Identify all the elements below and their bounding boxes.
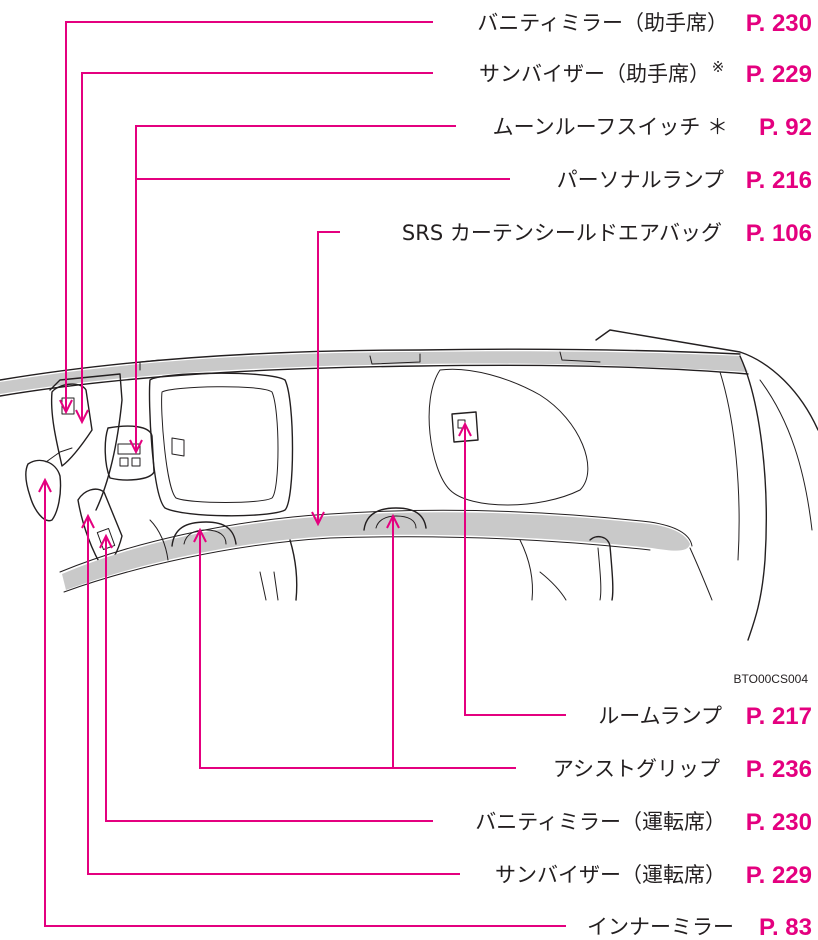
leader-lines <box>38 21 566 927</box>
roof-ridge-center <box>369 353 421 365</box>
roof-rail-lower <box>63 536 651 593</box>
roof-edge-band <box>0 351 748 394</box>
curtain-airbag-band <box>62 512 690 590</box>
rear-pillar-inner <box>719 371 740 561</box>
leader-curtain-airbag <box>317 231 340 524</box>
personal-lamp-left <box>119 457 129 467</box>
leader-room-lamp <box>464 424 566 716</box>
rear-side-trim <box>539 571 567 601</box>
callout-labels: バニティミラー（助手席） P. 230 サンバイザー（助手席） ※ P. 229… <box>402 10 812 940</box>
leader-vanity-mirror-passenger <box>65 21 433 412</box>
arrow-vanity-mirror-driver <box>99 533 113 549</box>
callout-moonroof-switch-page[interactable]: P. 92 <box>759 114 812 141</box>
shade-handle <box>171 437 185 457</box>
callout-curtain-airbag-label: SRS カーテンシールドエアバッグ <box>402 221 722 245</box>
roof-ridge-left <box>139 359 161 371</box>
leader-moonroof-switch <box>135 125 456 452</box>
arrow-assist-grip-front <box>193 527 207 543</box>
assist-grip-front-inner <box>183 529 227 545</box>
b-pillar <box>289 539 298 601</box>
rear-quarter-edge <box>689 547 713 601</box>
callout-sun-visor-passenger-page[interactable]: P. 229 <box>746 61 812 88</box>
arrow-room-lamp <box>458 421 472 437</box>
inner-mirror-stem <box>45 447 73 463</box>
seat-post-front <box>259 571 279 601</box>
callout-inner-mirror-page[interactable]: P. 83 <box>759 914 812 940</box>
callout-moonroof-switch-label: ムーンルーフスイッチ ＊ <box>493 115 728 139</box>
arrow-assist-grip-rear <box>386 513 400 529</box>
leader-assist-grip <box>199 516 516 769</box>
assist-grip-front <box>171 521 237 547</box>
callout-personal-lamp-page[interactable]: P. 216 <box>746 167 812 194</box>
rear-window-edge <box>759 379 813 531</box>
callout-room-lamp-label: ルームランプ <box>598 704 722 728</box>
callout-inner-mirror-label: インナーミラー <box>587 915 734 939</box>
callout-vanity-mirror-passenger-page[interactable]: P. 230 <box>746 10 812 37</box>
seatbelt-anchor <box>589 535 614 601</box>
callout-vanity-mirror-driver-label: バニティミラー（運転席） <box>475 810 726 834</box>
sunroof-glass <box>161 386 279 503</box>
callout-personal-lamp-label: パーソナルランプ <box>557 168 724 192</box>
rear-dome-recess <box>428 368 589 506</box>
callout-sun-visor-passenger-note: ※ <box>712 58 725 76</box>
front-lower-trim <box>149 519 169 561</box>
arrow-inner-mirror <box>38 477 52 493</box>
inner-mirror <box>25 459 62 522</box>
arrow-moonroof-switch <box>129 439 143 455</box>
callout-assist-grip-label: アシストグリップ <box>553 757 720 781</box>
image-code: BTO00CS004 <box>734 672 809 686</box>
callout-sun-visor-driver-label: サンバイザー（運転席） <box>495 863 726 887</box>
ceiling-illustration <box>0 329 818 641</box>
callout-sun-visor-driver-page[interactable]: P. 229 <box>746 862 812 889</box>
leader-inner-mirror <box>44 480 566 927</box>
leader-vanity-mirror-driver <box>105 536 433 822</box>
callout-assist-grip-page[interactable]: P. 236 <box>746 756 812 783</box>
arrow-sun-visor-passenger <box>75 409 89 425</box>
arrow-vanity-mirror-passenger <box>59 399 73 415</box>
leader-sun-visor-driver <box>87 516 460 875</box>
rear-headrest-left <box>519 539 533 601</box>
moonroof-switch <box>117 443 141 455</box>
roof-edge-outline <box>0 348 741 381</box>
roof-ridge-right <box>559 351 601 363</box>
callout-vanity-mirror-driver-page[interactable]: P. 230 <box>746 809 812 836</box>
assist-grip-rear-inner <box>375 515 417 529</box>
callout-room-lamp-page[interactable]: P. 217 <box>746 703 812 730</box>
callout-curtain-airbag-page[interactable]: P. 106 <box>746 220 812 247</box>
room-lamp <box>451 411 479 443</box>
front-header-left <box>49 373 123 511</box>
driver-vanity-mirror <box>96 527 116 551</box>
callout-vanity-mirror-passenger-label: バニティミラー（助手席） <box>477 11 728 35</box>
passenger-sun-visor <box>50 383 93 467</box>
arrow-curtain-airbag <box>311 511 325 527</box>
seatbelt-strap <box>597 547 602 601</box>
callout-sun-visor-passenger-label: サンバイザー（助手席） <box>479 62 710 86</box>
assist-grip-rear <box>363 507 427 531</box>
sunroof-frame <box>148 372 294 517</box>
overhead-console <box>104 425 155 481</box>
leader-sun-visor-passenger <box>81 72 433 422</box>
rear-pillar-outer <box>739 355 767 641</box>
roof-edge-outline-lower <box>0 364 749 397</box>
arrow-sun-visor-driver <box>81 513 95 529</box>
rear-roof-slope <box>595 329 818 431</box>
personal-lamp-right <box>131 457 141 467</box>
